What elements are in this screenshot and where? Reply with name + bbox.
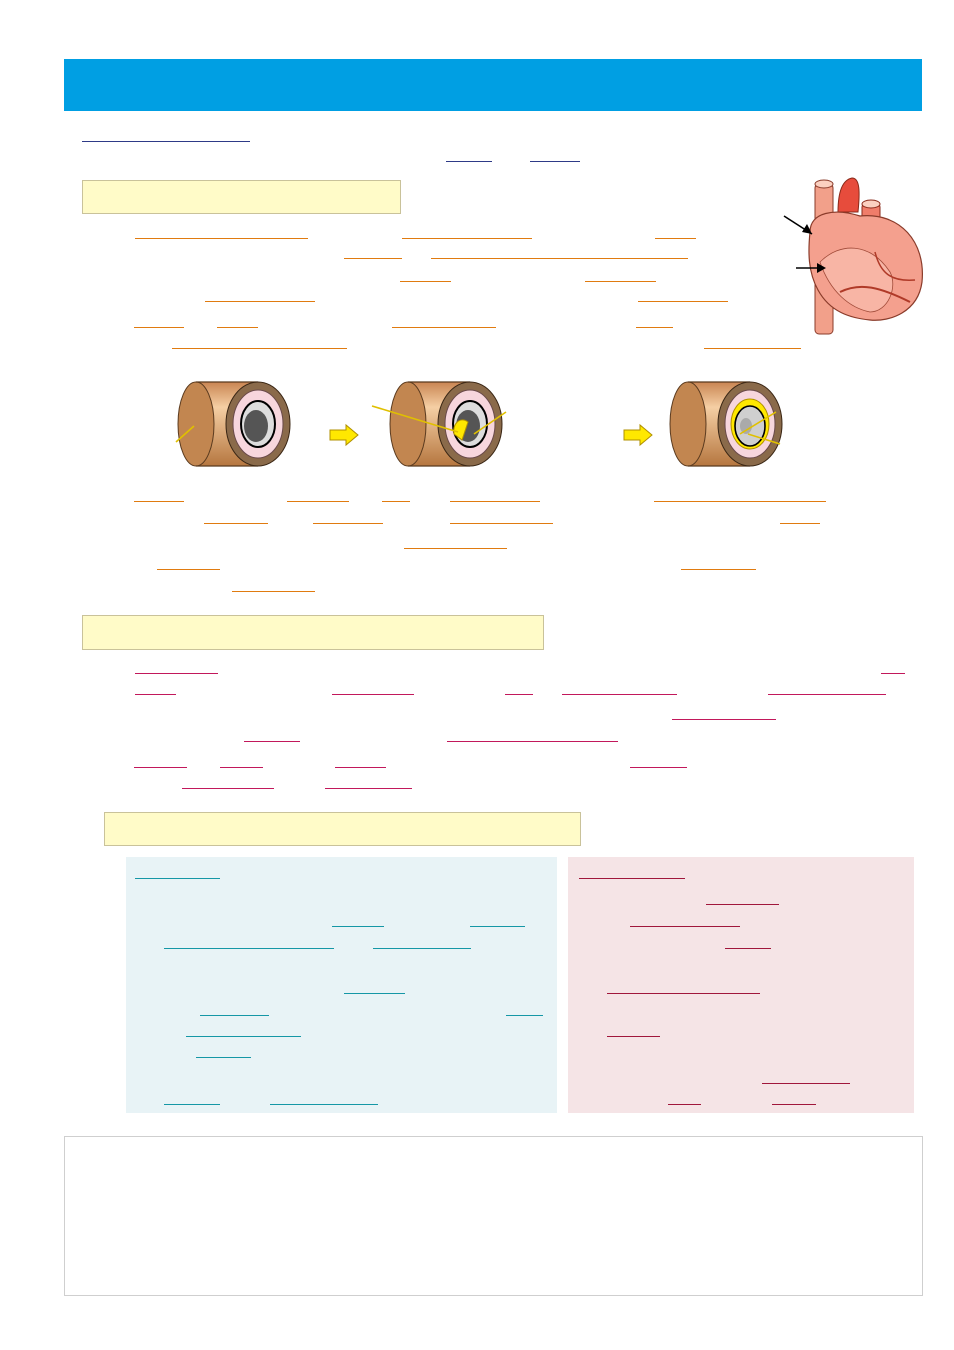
blank-underline [382, 501, 410, 502]
blank-underline [607, 993, 760, 994]
blank-underline [135, 878, 220, 879]
blank-underline [654, 501, 826, 502]
header-bar [64, 59, 922, 111]
blank-underline [135, 694, 176, 695]
blank-underline [134, 501, 184, 502]
blocked-artery-icon [669, 381, 783, 467]
blank-underline [505, 694, 533, 695]
blank-underline [287, 501, 349, 502]
blank-underline [446, 161, 492, 162]
blank-underline [244, 741, 300, 742]
blank-underline [630, 926, 740, 927]
blank-underline [772, 1104, 816, 1105]
blank-underline [196, 1057, 251, 1058]
blank-underline [400, 281, 451, 282]
blank-underline [392, 327, 496, 328]
panel-left [126, 857, 557, 1113]
blank-underline [672, 719, 776, 720]
blank-underline [668, 1104, 701, 1105]
arrow-right-icon [623, 423, 653, 447]
section-heading-1 [82, 180, 401, 214]
blank-underline [332, 926, 384, 927]
blank-underline [630, 767, 687, 768]
narrowing-artery-icon [371, 381, 507, 467]
blank-underline [506, 1015, 543, 1016]
blank-underline [373, 948, 471, 949]
heart-illustration-icon [783, 177, 923, 335]
notes-box [64, 1136, 923, 1296]
blank-underline [585, 281, 656, 282]
panel-right [568, 857, 914, 1113]
blank-underline [220, 767, 263, 768]
blank-underline [706, 904, 779, 905]
blank-underline [431, 258, 688, 259]
blank-underline [186, 1036, 301, 1037]
blank-underline [681, 569, 756, 570]
blank-underline [134, 767, 187, 768]
blank-underline [172, 348, 347, 349]
blank-underline [217, 327, 258, 328]
blank-underline [135, 673, 218, 674]
blank-underline [335, 767, 386, 768]
healthy-artery-icon [175, 381, 291, 467]
section-heading-3 [104, 812, 581, 846]
blank-underline [450, 523, 553, 524]
blank-underline [530, 161, 580, 162]
blank-underline [332, 694, 414, 695]
blank-underline [447, 741, 618, 742]
blank-underline [164, 948, 334, 949]
blank-underline [164, 1104, 220, 1105]
blank-underline [82, 141, 250, 142]
blank-underline [638, 301, 728, 302]
blank-underline [232, 591, 315, 592]
blank-underline [704, 348, 801, 349]
blank-underline [134, 327, 184, 328]
blank-underline [270, 1104, 378, 1105]
blank-underline [344, 993, 405, 994]
blank-underline [762, 1083, 850, 1084]
blank-underline [313, 523, 383, 524]
blank-underline [780, 523, 820, 524]
blank-underline [157, 569, 220, 570]
blank-underline [182, 788, 274, 789]
blank-underline [470, 926, 525, 927]
blank-underline [450, 501, 540, 502]
blank-underline [344, 258, 402, 259]
blank-underline [607, 1036, 660, 1037]
blank-underline [204, 523, 268, 524]
blank-underline [135, 238, 308, 239]
blank-underline [636, 327, 673, 328]
blank-underline [655, 238, 696, 239]
blank-underline [205, 301, 315, 302]
blank-underline [404, 548, 507, 549]
blank-underline [402, 238, 532, 239]
blank-underline [768, 694, 886, 695]
section-heading-2 [82, 615, 544, 650]
blank-underline [325, 788, 412, 789]
blank-underline [881, 673, 905, 674]
blank-underline [200, 1015, 269, 1016]
blank-underline [725, 948, 771, 949]
arrow-right-icon [329, 423, 359, 447]
blank-underline [562, 694, 677, 695]
blank-underline [579, 878, 685, 879]
